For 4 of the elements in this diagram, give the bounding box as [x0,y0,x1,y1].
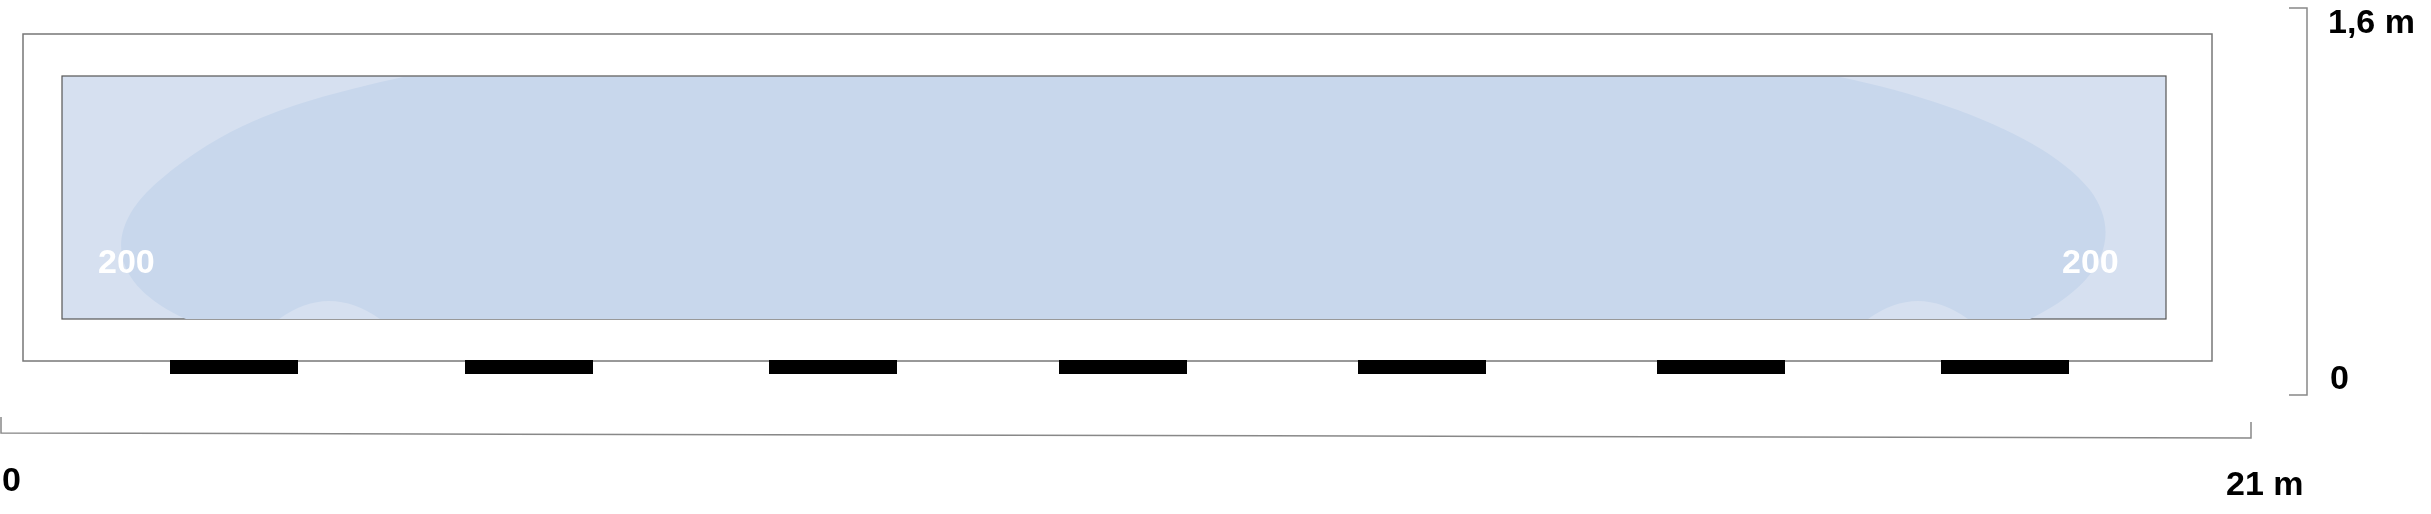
length-label: 0 [2,462,21,496]
height-label: 1,6 m [2328,4,2415,38]
height-label: 0 [2330,360,2349,394]
length-label: 21 m [2226,466,2304,500]
